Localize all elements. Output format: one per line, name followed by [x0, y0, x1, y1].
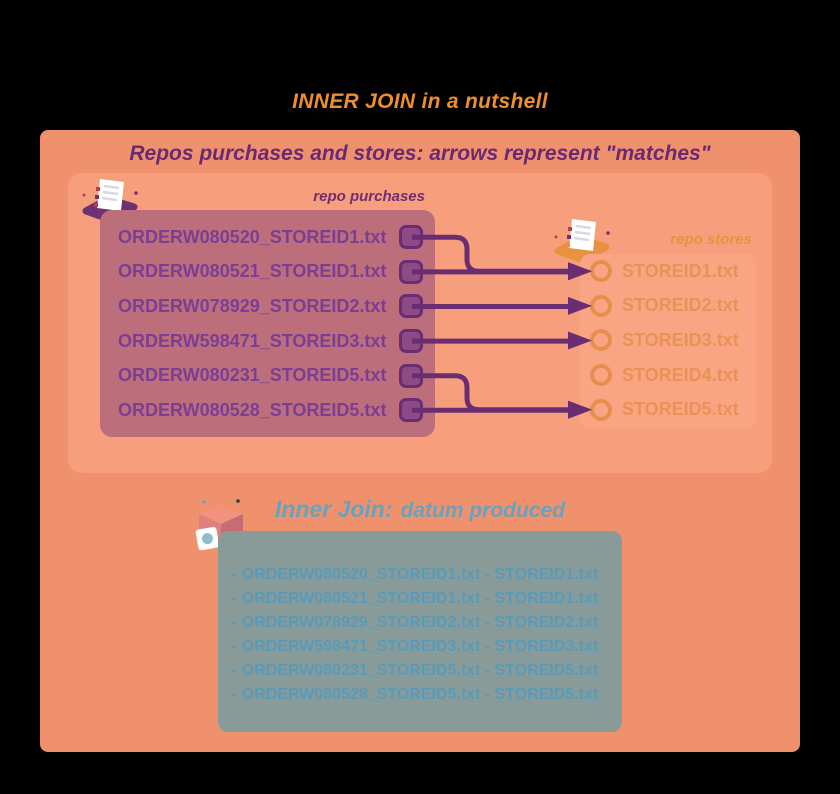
repo-purchases-label: repo purchases [313, 188, 425, 205]
purchase-file-name: ORDERW080528_STOREID5.txt [118, 399, 387, 420]
inner-join-title-main: Inner Join: [274, 496, 393, 522]
connector-dot-icon [399, 398, 423, 423]
store-circle-icon [590, 398, 612, 421]
connector-dot-icon [399, 225, 423, 250]
inner-join-result-list: - ORDERW080520_STOREID1.txt - STOREID1.t… [218, 531, 622, 732]
store-file-row: STOREID2.txt [580, 289, 756, 324]
store-file-name: STOREID3.txt [622, 329, 739, 350]
result-row: - ORDERW080520_STOREID1.txt - STOREID1.t… [232, 566, 599, 583]
inner-join-title-sub: datum produced [400, 499, 566, 522]
inner-join-title: Inner Join: datum produced [0, 496, 840, 523]
repo-stores-label: repo stores [670, 231, 752, 248]
purchase-file-name: ORDERW080521_STOREID1.txt [118, 261, 387, 282]
store-circle-icon [590, 364, 612, 387]
store-circle-icon [590, 260, 612, 283]
repo-purchases-list: ORDERW080520_STOREID1.txt ORDERW080521_S… [100, 210, 435, 437]
matches-panel-header: Repos purchases and stores: arrows repre… [129, 142, 711, 165]
result-row: - ORDERW080528_STOREID5.txt - STOREID5.t… [232, 686, 599, 703]
purchase-file-row: ORDERW080528_STOREID5.txt [100, 393, 435, 428]
connector-dot-icon [399, 294, 423, 319]
repo-stores-list: STOREID1.txt STOREID2.txt STOREID3.txt S… [580, 254, 756, 428]
connector-dot-icon [399, 329, 423, 354]
store-file-name: STOREID5.txt [622, 399, 739, 420]
store-file-row: STOREID4.txt [580, 358, 756, 393]
result-row: - ORDERW080521_STOREID1.txt - STOREID1.t… [232, 590, 599, 607]
result-row: - ORDERW078929_STOREID2.txt - STOREID2.t… [232, 614, 599, 631]
purchase-file-name: ORDERW080231_STOREID5.txt [118, 365, 387, 386]
store-file-name: STOREID4.txt [622, 364, 739, 385]
purchase-file-row: ORDERW598471_STOREID3.txt [100, 324, 435, 359]
purchase-file-row: ORDERW080520_STOREID1.txt [100, 220, 435, 255]
connector-dot-icon [399, 259, 423, 284]
store-circle-icon [590, 294, 612, 317]
purchase-file-name: ORDERW598471_STOREID3.txt [118, 330, 387, 351]
purchase-file-row: ORDERW080231_STOREID5.txt [100, 358, 435, 393]
result-row: - ORDERW598471_STOREID3.txt - STOREID3.t… [232, 638, 599, 655]
store-circle-icon [590, 329, 612, 352]
store-file-row: STOREID1.txt [580, 254, 756, 289]
purchase-file-name: ORDERW078929_STOREID2.txt [118, 295, 387, 316]
page-title: INNER JOIN in a nutshell [292, 90, 548, 113]
purchase-file-row: ORDERW080521_STOREID1.txt [100, 255, 435, 290]
store-file-row: STOREID3.txt [580, 323, 756, 358]
purchase-file-row: ORDERW078929_STOREID2.txt [100, 289, 435, 324]
purchase-file-name: ORDERW080520_STOREID1.txt [118, 226, 387, 247]
connector-dot-icon [399, 363, 423, 388]
store-file-name: STOREID2.txt [622, 295, 739, 316]
store-file-name: STOREID1.txt [622, 260, 739, 281]
store-file-row: STOREID5.txt [580, 392, 756, 427]
result-row: - ORDERW080231_STOREID5.txt - STOREID5.t… [232, 662, 599, 679]
